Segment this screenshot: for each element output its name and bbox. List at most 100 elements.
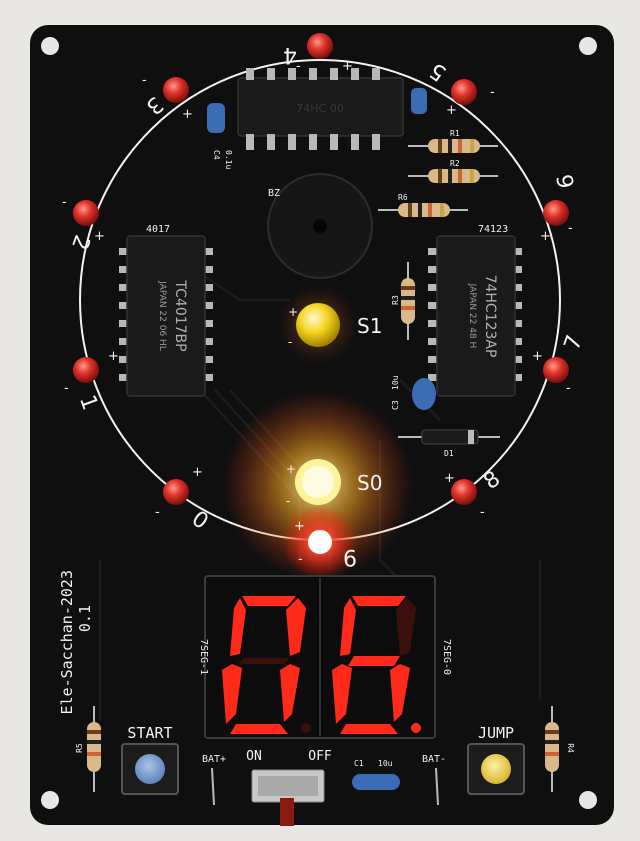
bat-plus-label: BAT+ <box>202 754 226 765</box>
svg-text:-: - <box>64 381 69 396</box>
c1-value: 10u <box>378 759 393 768</box>
led-ring-0 <box>163 479 189 505</box>
ic-4017: JAPAN 22 06 HL TC4017BP 4017 <box>119 224 213 397</box>
svg-text:+: + <box>286 462 296 476</box>
led-ring-6b <box>543 200 569 226</box>
capacitor-c1: C1 10u <box>352 759 400 790</box>
seven-seg-digit-2 <box>332 596 421 734</box>
c3-label: C3 <box>391 400 400 410</box>
svg-text:+: + <box>342 59 353 74</box>
s1-label: S1 <box>357 314 382 338</box>
led-ring-2 <box>73 200 99 226</box>
jump-button[interactable] <box>467 743 525 795</box>
c4-value: 0.1u <box>224 150 233 169</box>
capacitor-c3: C3 10u <box>391 375 436 410</box>
svg-text:-: - <box>566 381 571 396</box>
power-switch[interactable] <box>251 769 325 826</box>
svg-text:+: + <box>192 465 203 480</box>
svg-text:-: - <box>490 85 495 100</box>
led-s0: S0 + - <box>286 459 382 508</box>
ic-74123-print1: JAPAN 22 48 H <box>467 283 477 349</box>
c1-label: C1 <box>354 759 364 768</box>
led-ring-8 <box>451 479 477 505</box>
seg0-label: 7SEG-0 <box>441 639 452 675</box>
svg-text:+: + <box>540 229 551 244</box>
ic-4017-print1: JAPAN 22 06 HL <box>157 280 167 351</box>
svg-text:+: + <box>294 519 305 534</box>
svg-text:-: - <box>62 195 67 210</box>
svg-text:-: - <box>568 221 573 236</box>
switch-actuator[interactable] <box>280 798 294 826</box>
led-ring-5 <box>451 79 477 105</box>
svg-text:-: - <box>298 552 303 567</box>
resistors: R1 R2 R6 R3 <box>378 129 498 340</box>
led-s1: S1 + - <box>288 303 382 349</box>
ring-leds <box>73 33 569 554</box>
mounting-hole <box>41 791 59 809</box>
led-ring-4 <box>307 33 333 59</box>
mounting-hole <box>41 37 59 55</box>
led-ring-7 <box>543 357 569 383</box>
svg-text:-: - <box>480 505 485 520</box>
d1-label: D1 <box>444 449 454 458</box>
c3-value: 10u <box>391 375 400 390</box>
ring-label-6: 6 <box>553 172 580 190</box>
on-label: ON <box>246 749 262 764</box>
led-ring-1 <box>73 357 99 383</box>
battery-wires <box>211 767 439 806</box>
capacitor-c4: C4 0.1u <box>207 103 233 169</box>
board-version: 0.1 <box>76 605 94 632</box>
svg-text:+: + <box>108 349 119 364</box>
svg-text:+: + <box>532 349 543 364</box>
ic-74123-label: 74123 <box>478 224 508 235</box>
ring-label-9: 9 <box>343 544 357 569</box>
r3-label: R3 <box>391 295 400 305</box>
ring-label-4: 4 <box>283 42 297 67</box>
board-title: Ele-Sacchan-2023 <box>58 570 76 715</box>
ic-74123: JAPAN 22 48 H 74HC123AP 74123 <box>428 224 522 397</box>
mounting-hole <box>579 791 597 809</box>
ic-top-print: 74HC 00 <box>296 102 343 115</box>
r5-label: R5 <box>75 743 84 753</box>
ic-74123-print2: 74HC123AP <box>482 275 498 358</box>
r2-label: R2 <box>450 159 460 168</box>
svg-text:+: + <box>446 103 457 118</box>
svg-text:+: + <box>182 107 193 122</box>
svg-text:+: + <box>444 471 455 486</box>
jump-label: JUMP <box>478 724 514 742</box>
ic-4017-label: 4017 <box>146 224 170 235</box>
svg-text:+: + <box>94 229 105 244</box>
s0-label: S0 <box>357 471 382 495</box>
svg-text:-: - <box>142 73 147 88</box>
svg-text:+: + <box>288 305 298 319</box>
mounting-hole <box>579 37 597 55</box>
led-ring-9 <box>308 530 332 554</box>
resistor-r4: R4 <box>545 706 575 792</box>
off-label: OFF <box>308 749 332 764</box>
start-button[interactable] <box>121 743 179 795</box>
seven-seg-display: 0 6 7SEG-1 7SEG-0 <box>198 575 452 739</box>
svg-text:-: - <box>296 59 301 74</box>
c4-label: C4 <box>212 150 221 160</box>
buzzer: BZ <box>267 173 373 279</box>
ic-top: 74HC 00 <box>237 68 404 150</box>
capacitor-top-right <box>411 88 427 114</box>
resistor-r5: R5 <box>75 706 101 792</box>
ring-polarity: + - + - + - + - + - + - + - + - + - + - <box>62 59 573 567</box>
diode-d1: D1 <box>398 429 500 458</box>
svg-text:-: - <box>155 505 160 520</box>
r1-label: R1 <box>450 129 460 138</box>
start-label: START <box>127 724 172 742</box>
svg-text:-: - <box>288 335 292 349</box>
bat-minus-label: BAT- <box>422 754 446 765</box>
r4-label: R4 <box>566 743 575 753</box>
buzzer-label: BZ <box>268 188 280 199</box>
led-ring-3 <box>163 77 189 103</box>
r6-label: R6 <box>398 193 408 202</box>
ic-4017-print2: TC4017BP <box>172 279 188 351</box>
seg1-label: 7SEG-1 <box>198 639 209 675</box>
seven-seg-digit-1 <box>222 596 311 734</box>
svg-text:-: - <box>286 494 290 508</box>
